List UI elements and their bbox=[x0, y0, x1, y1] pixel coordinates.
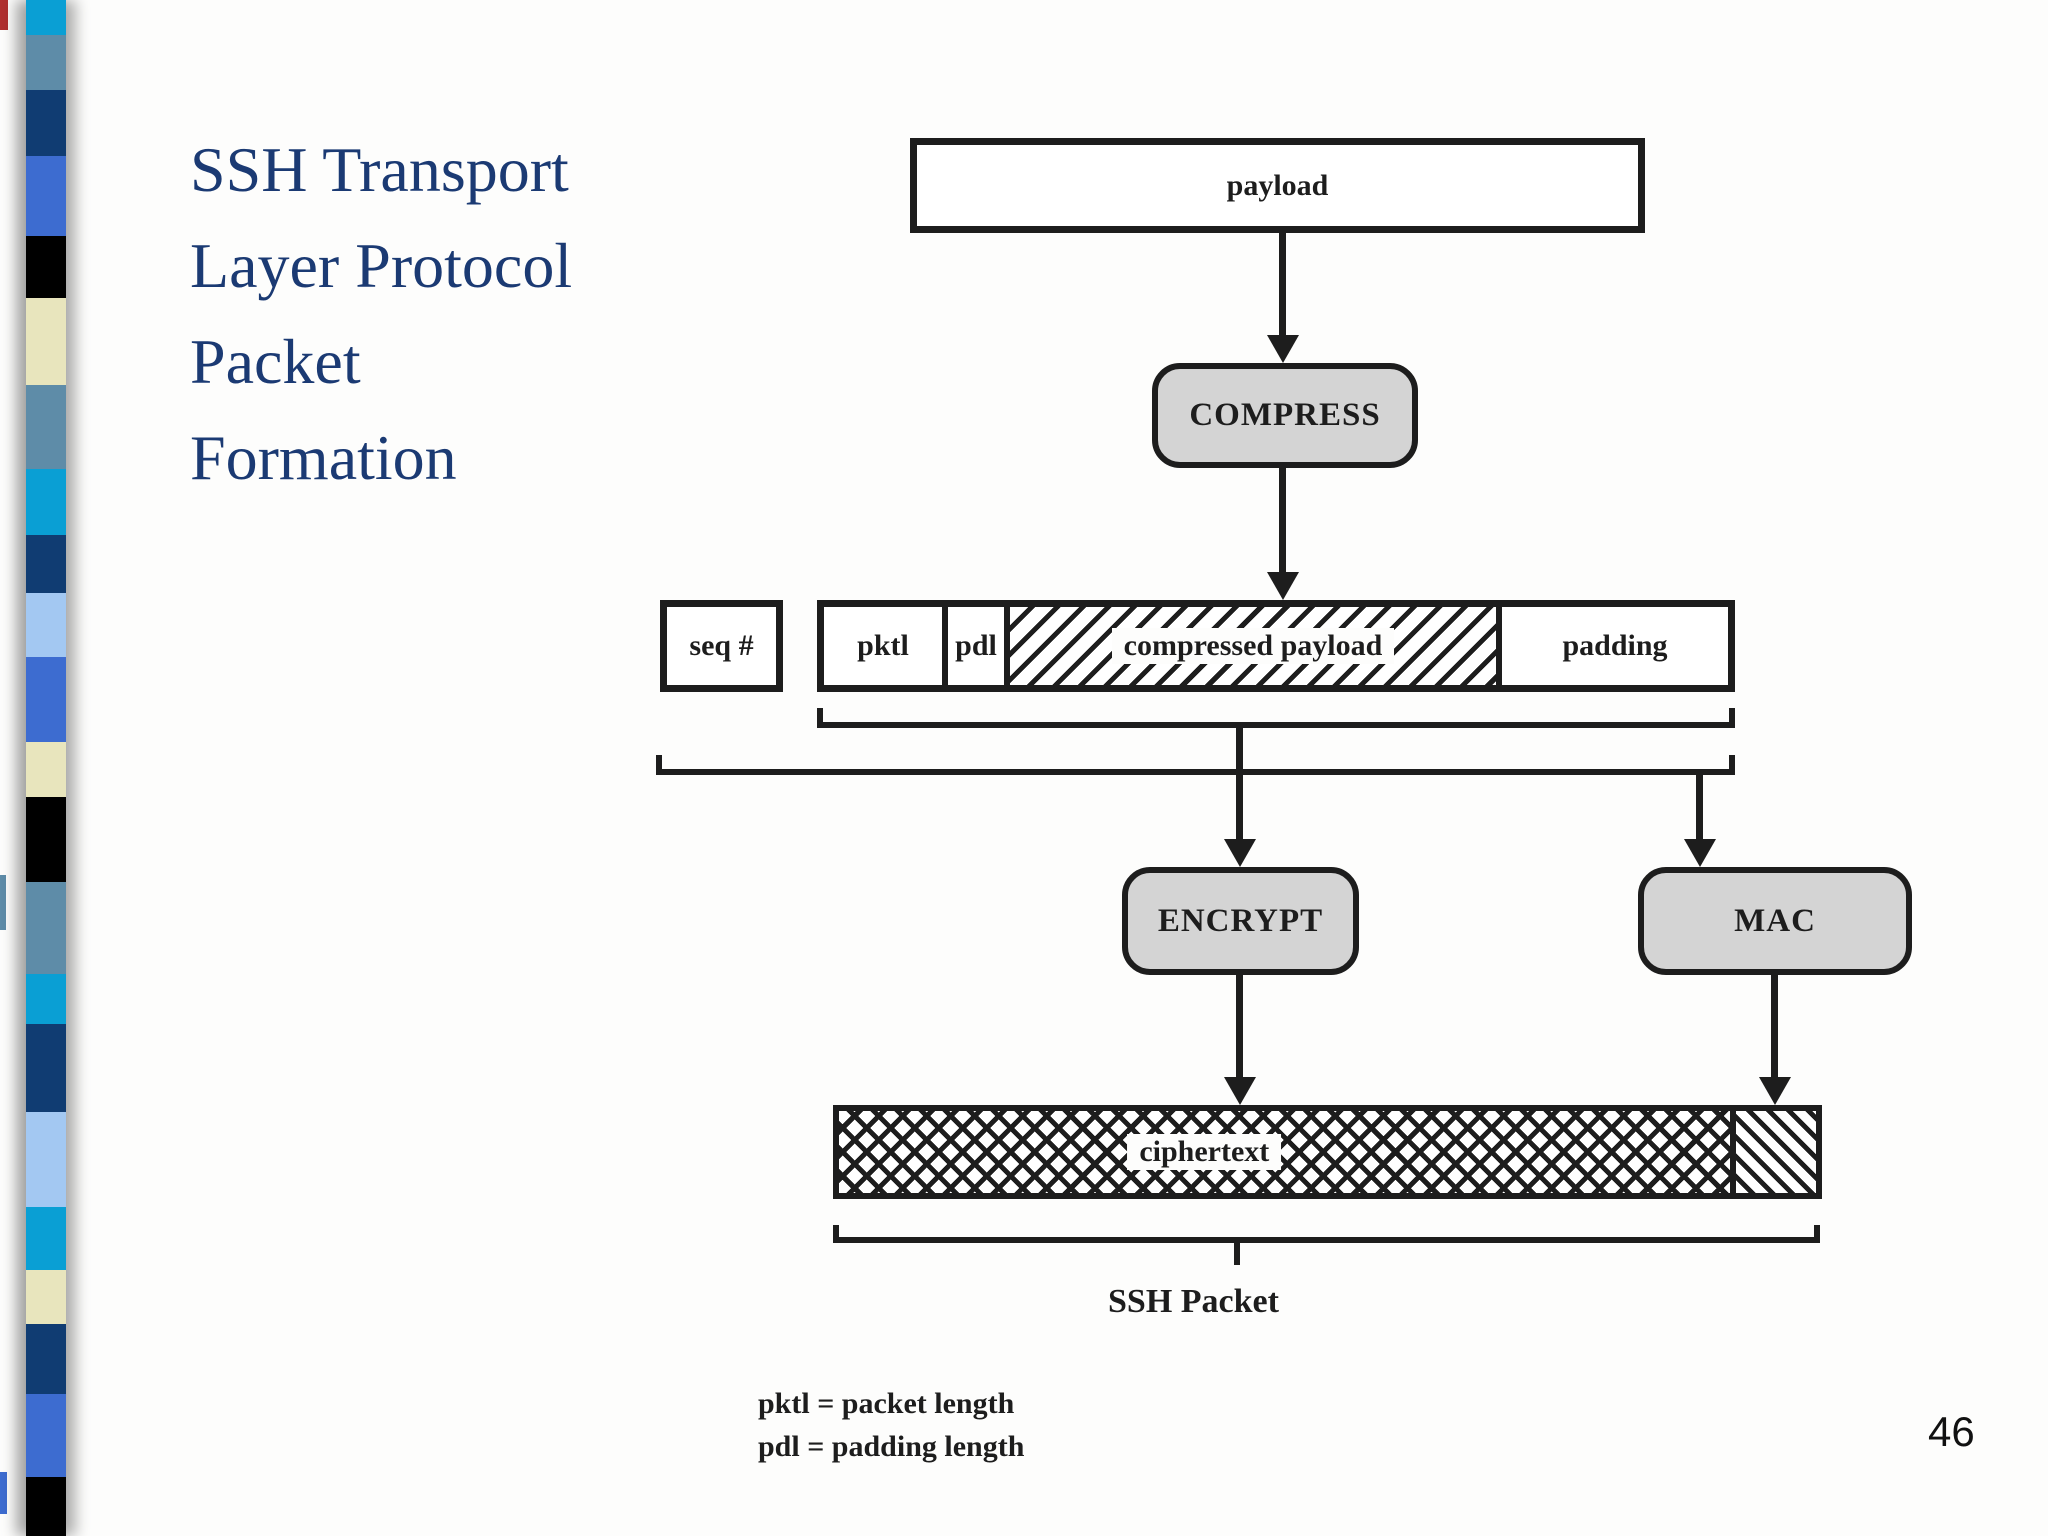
stripe-edge-sliver bbox=[0, 875, 6, 930]
title-line-4: Formation bbox=[190, 422, 457, 493]
stripe-segment bbox=[26, 1270, 66, 1324]
arrowhead-encrypt-to-ciphertext bbox=[1224, 1077, 1256, 1105]
title-line-3: Packet bbox=[190, 326, 361, 397]
arrowhead-mac-to-ciphertext bbox=[1759, 1077, 1791, 1105]
compressed-payload-field: compressed payload bbox=[1004, 607, 1496, 685]
encrypt-scope-bracket bbox=[817, 708, 1735, 728]
legend: pktl = packet length pdl = padding lengt… bbox=[758, 1382, 1024, 1468]
payload-box: payload bbox=[910, 138, 1645, 233]
payload-label: payload bbox=[1226, 168, 1329, 202]
arrowhead-bracket-to-mac bbox=[1684, 839, 1716, 867]
stripe-segment bbox=[26, 35, 66, 90]
arrow-bracket-to-mac bbox=[1696, 773, 1703, 845]
packet-fields-row: pktl pdl compressed payload padding bbox=[817, 600, 1735, 692]
ciphertext-label: ciphertext bbox=[1127, 1134, 1282, 1170]
ciphertext-section: ciphertext bbox=[839, 1111, 1730, 1193]
stripe-segment bbox=[26, 1394, 66, 1477]
encrypt-box: ENCRYPT bbox=[1122, 867, 1359, 975]
seq-number-box: seq # bbox=[660, 600, 783, 692]
arrow-payload-to-compress bbox=[1279, 233, 1286, 341]
stripe-segment bbox=[26, 1207, 66, 1270]
compress-label: COMPRESS bbox=[1189, 397, 1381, 433]
padding-field: padding bbox=[1496, 607, 1728, 685]
stripe-segment bbox=[26, 469, 66, 535]
stripe-segment bbox=[26, 1477, 66, 1536]
seq-number-label: seq # bbox=[689, 629, 754, 662]
arrow-compress-to-row bbox=[1279, 468, 1286, 578]
legend-line-1: pktl = packet length bbox=[758, 1387, 1015, 1420]
legend-line-2: pdl = padding length bbox=[758, 1430, 1025, 1463]
compress-box: COMPRESS bbox=[1152, 363, 1418, 468]
stripe-edge-sliver bbox=[0, 0, 8, 30]
stripe-segment bbox=[26, 298, 66, 385]
mac-label: MAC bbox=[1734, 902, 1816, 939]
stripe-segment bbox=[26, 1024, 66, 1112]
ssh-packet-bar: ciphertext bbox=[833, 1105, 1822, 1199]
mac-scope-bracket bbox=[656, 755, 1735, 775]
ssh-packet-bracket-tick bbox=[1234, 1243, 1240, 1265]
stripe-segment bbox=[26, 90, 66, 156]
stripe-segment bbox=[26, 742, 66, 797]
arrow-encrypt-to-ciphertext bbox=[1236, 975, 1243, 1083]
pktl-label: pktl bbox=[857, 629, 909, 662]
stripe-segment bbox=[26, 657, 66, 742]
arrowhead-compress-to-row bbox=[1267, 572, 1299, 600]
stripe-segment bbox=[26, 535, 66, 593]
title-line-2: Layer Protocol bbox=[190, 230, 573, 301]
decorative-stripe bbox=[26, 0, 66, 1536]
arrowhead-bracket-to-encrypt bbox=[1224, 839, 1256, 867]
pktl-field: pktl bbox=[824, 607, 942, 685]
compressed-payload-label: compressed payload bbox=[1111, 628, 1395, 664]
stripe-segment bbox=[26, 1324, 66, 1394]
page-number: 46 bbox=[1928, 1408, 1975, 1455]
mac-section bbox=[1730, 1111, 1816, 1193]
stripe-segment bbox=[26, 882, 66, 974]
stripe-edge-sliver bbox=[0, 1472, 7, 1514]
stripe-segment bbox=[26, 593, 66, 657]
pdl-field: pdl bbox=[942, 607, 1004, 685]
mac-box: MAC bbox=[1638, 867, 1912, 975]
pdl-label: pdl bbox=[955, 629, 997, 662]
encrypt-label: ENCRYPT bbox=[1157, 902, 1324, 939]
ssh-packet-bracket bbox=[833, 1225, 1820, 1243]
stripe-segment bbox=[26, 797, 66, 882]
arrowhead-payload-to-compress bbox=[1267, 335, 1299, 363]
stripe-segment bbox=[26, 1112, 66, 1207]
stripe-segment bbox=[26, 974, 66, 1024]
stripe-segment bbox=[26, 156, 66, 236]
arrow-mac-to-ciphertext bbox=[1771, 975, 1778, 1083]
slide-title: SSH Transport Layer Protocol Packet Form… bbox=[190, 122, 572, 506]
stripe-segment bbox=[26, 0, 66, 35]
padding-label: padding bbox=[1562, 629, 1668, 662]
stripe-segment bbox=[26, 385, 66, 469]
ssh-packet-label: SSH Packet bbox=[1108, 1283, 1279, 1320]
arrow-bracket-to-encrypt bbox=[1236, 726, 1243, 845]
stripe-segment bbox=[26, 236, 66, 298]
title-line-1: SSH Transport bbox=[190, 134, 569, 205]
